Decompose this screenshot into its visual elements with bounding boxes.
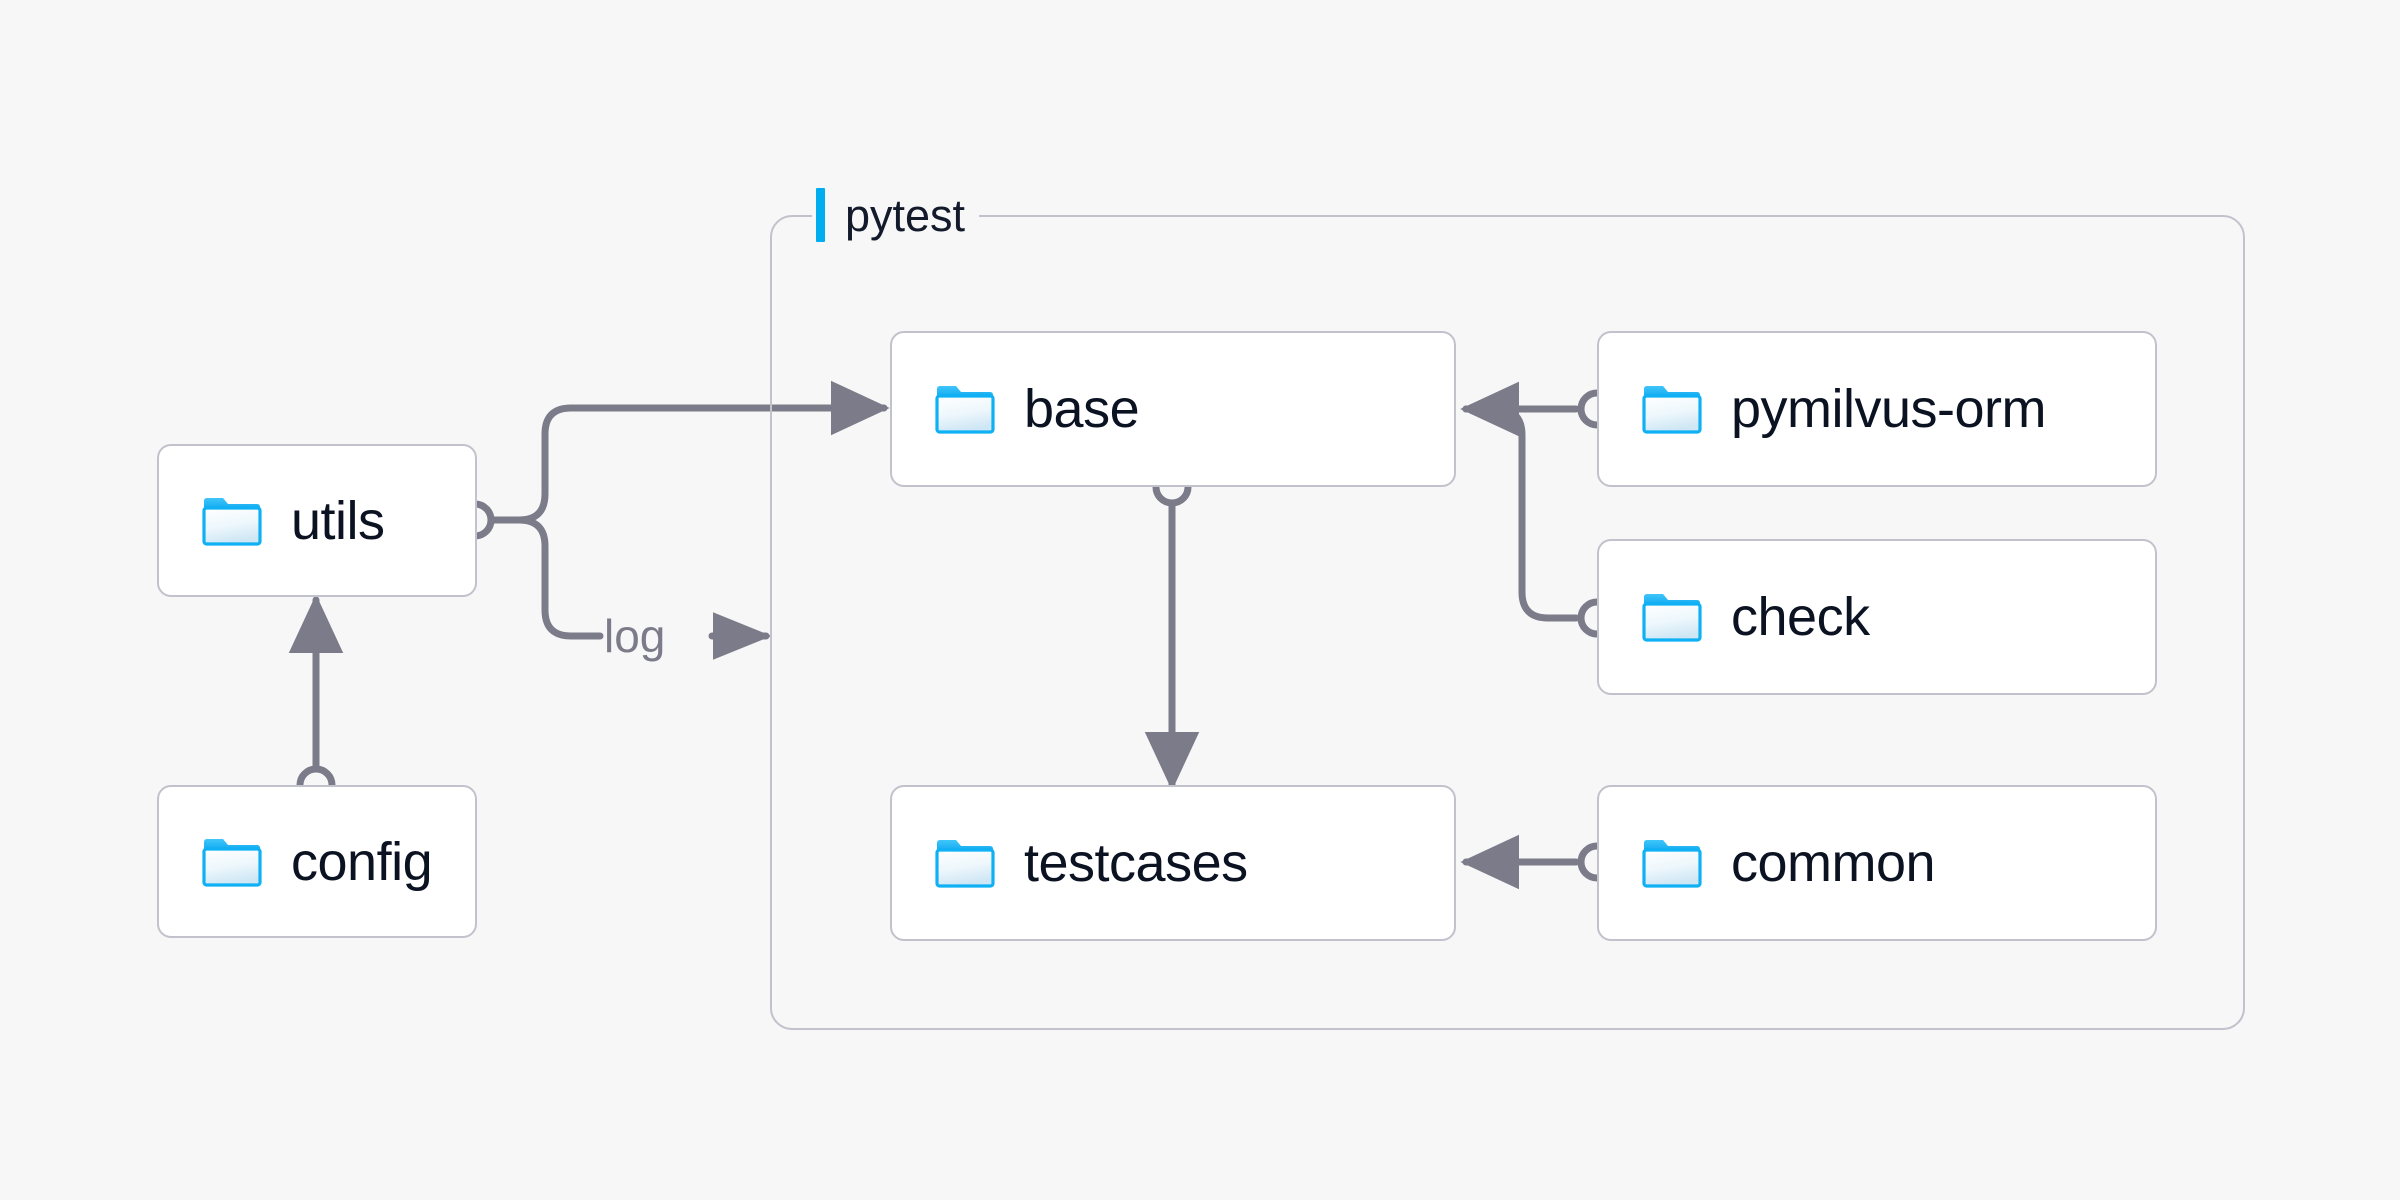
node-config[interactable]: config: [157, 785, 477, 938]
edge-label-log: log: [604, 610, 666, 662]
folder-icon: [202, 497, 262, 546]
node-utils-label: utils: [291, 490, 385, 551]
node-config-label: config: [291, 831, 433, 892]
node-pymilvus-orm[interactable]: pymilvus-orm: [1597, 331, 2157, 487]
node-pymilvus-orm-label: pymilvus-orm: [1731, 379, 2047, 439]
node-testcases-label: testcases: [1024, 833, 1248, 893]
node-base[interactable]: base: [890, 331, 1456, 487]
node-utils[interactable]: utils: [157, 444, 477, 597]
folder-icon: [202, 838, 262, 887]
node-check[interactable]: check: [1597, 539, 2157, 695]
node-base-label: base: [1024, 379, 1140, 439]
node-common-label: common: [1731, 833, 1936, 893]
folder-icon: [935, 386, 995, 434]
node-check-label: check: [1731, 587, 1870, 647]
folder-icon: [935, 840, 995, 888]
folder-icon: [1642, 594, 1702, 642]
node-testcases[interactable]: testcases: [890, 785, 1456, 941]
folder-icon: [1642, 840, 1702, 888]
pytest-group-title-label: pytest: [845, 189, 966, 241]
accent-bar-icon: [816, 188, 825, 242]
edge-utils-log-branch: [515, 516, 604, 640]
pytest-group-title: pytest: [812, 182, 980, 248]
folder-icon: [1642, 386, 1702, 434]
node-common[interactable]: common: [1597, 785, 2157, 941]
